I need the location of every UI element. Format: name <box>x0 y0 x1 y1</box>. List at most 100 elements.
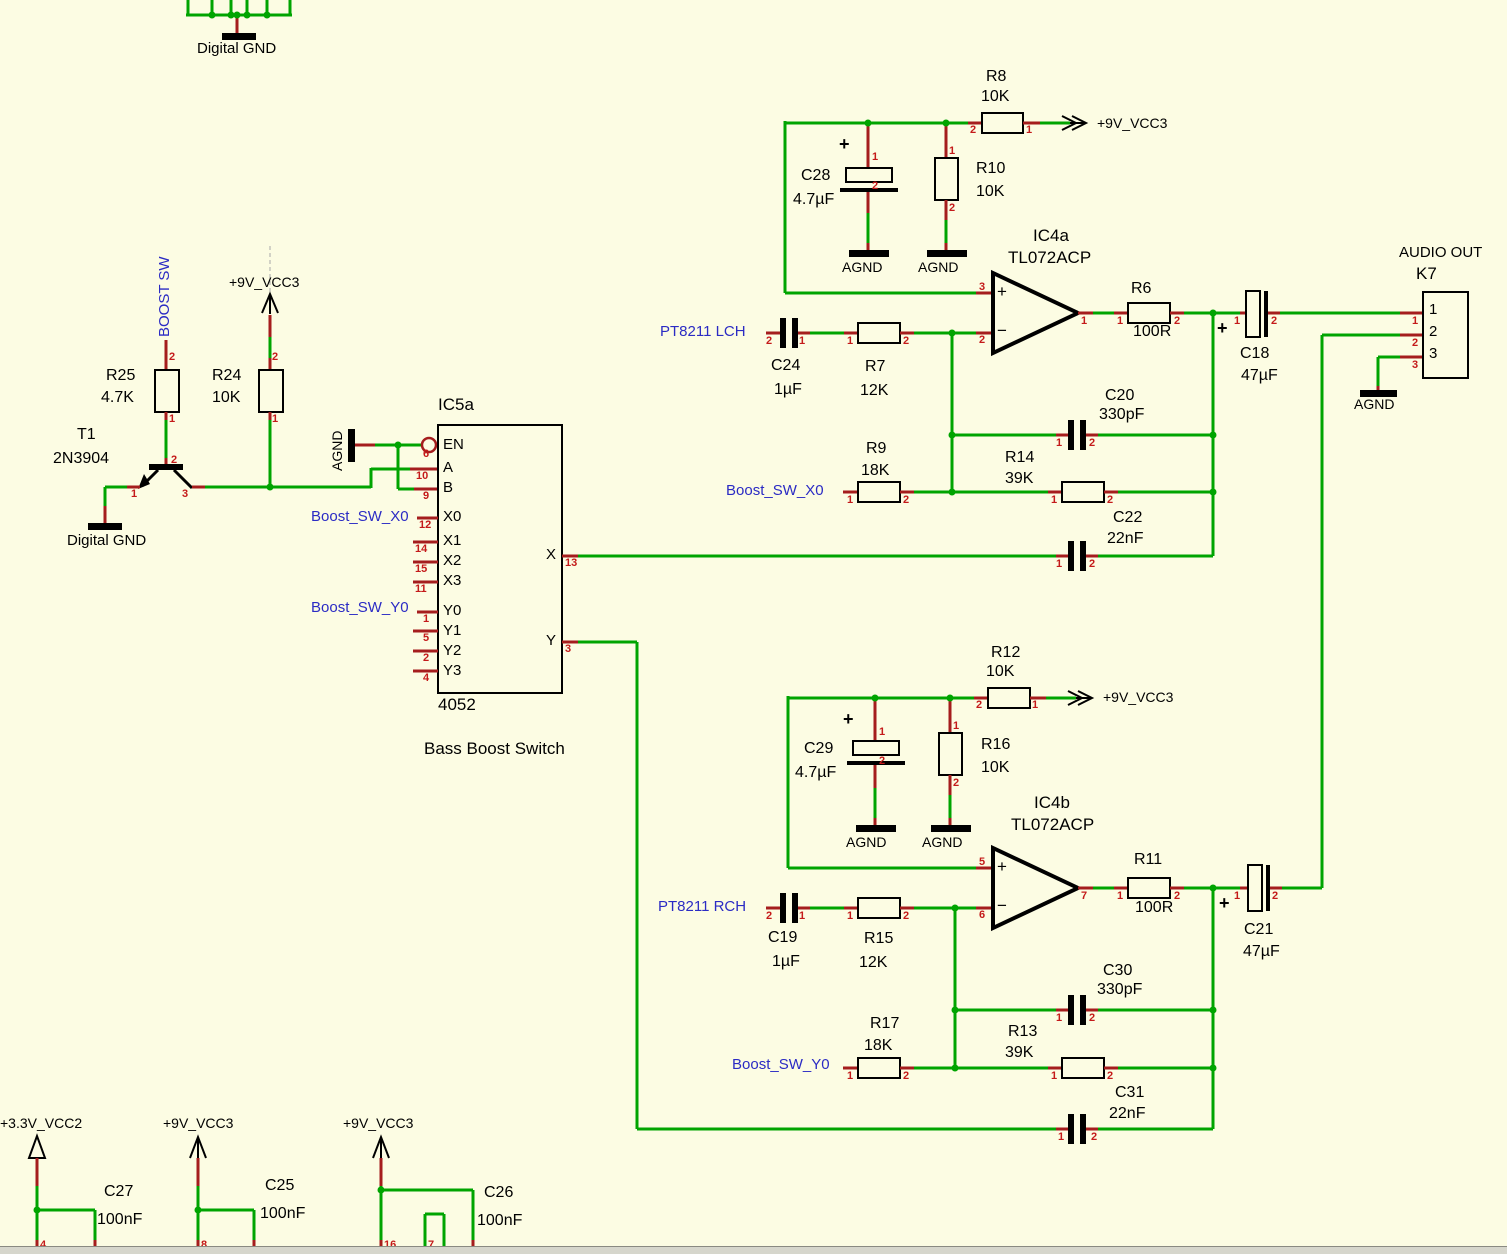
cap-plate <box>1080 1114 1086 1144</box>
ic5a-pin-a: A <box>443 459 454 476</box>
ic5a-pin-x1: X1 <box>443 532 462 549</box>
resistor-r13[interactable] <box>1048 1057 1118 1079</box>
pin-number: 6 <box>979 909 986 921</box>
transistor-t1[interactable] <box>88 340 205 530</box>
pin-number: 2 <box>423 652 430 664</box>
resistor-r24-body <box>258 369 284 413</box>
digital-gnd-label: Digital GND <box>197 40 277 57</box>
net-label-9v-c25: +9V_VCC3 <box>163 1115 234 1131</box>
resistor-r12[interactable] <box>974 687 1046 709</box>
c28-value: 4.7µF <box>793 191 835 208</box>
resistor-r9-body <box>857 481 901 503</box>
pin-number: 1 <box>1056 1012 1063 1024</box>
ic5a-4052[interactable] <box>348 424 578 694</box>
r10-value: 10K <box>976 183 1005 200</box>
pin-number: 1 <box>1234 890 1241 902</box>
c27-name: C27 <box>104 1183 134 1200</box>
c18-polarity: + <box>1217 318 1228 338</box>
capacitor-c20[interactable] <box>1056 420 1098 450</box>
r8-name: R8 <box>986 68 1007 85</box>
bypass-c27[interactable] <box>27 1133 97 1254</box>
agnd-bar-vertical <box>348 429 355 462</box>
capacitor-c18[interactable] <box>1240 290 1280 338</box>
resistor-r16[interactable] <box>931 698 971 832</box>
ic5a-value: 4052 <box>438 695 476 714</box>
opamp-ic4b[interactable] <box>991 844 1093 932</box>
c26-value: 100nF <box>477 1212 523 1229</box>
pin-number: 1 <box>1026 124 1033 136</box>
r6-value: 100R <box>1133 323 1172 340</box>
cap-plate <box>792 318 798 348</box>
c28-name: C28 <box>801 167 831 184</box>
net-label-3v3: +3.3V_VCC2 <box>0 1115 83 1131</box>
pin-number: 1 <box>847 494 854 506</box>
pin-number: 1 <box>1056 437 1063 449</box>
resistor-r17-body <box>857 1057 901 1079</box>
pin-number: 2 <box>1089 437 1096 449</box>
pin-number: 3 <box>979 281 986 293</box>
capacitor-c24[interactable] <box>766 318 810 348</box>
resistor-r12-body <box>987 687 1031 709</box>
inverter-bubble <box>420 436 438 454</box>
pin-number: 1 <box>872 151 879 163</box>
c25-name: C25 <box>265 1177 295 1194</box>
resistor-r15[interactable] <box>844 897 914 919</box>
cap-plate <box>1247 864 1263 912</box>
bypass-c26[interactable] <box>372 1134 475 1254</box>
capacitor-c28[interactable] <box>840 123 898 257</box>
pin-number: 3 <box>1412 359 1419 371</box>
net-label-boost-sw-x0: Boost_SW_X0 <box>311 508 409 525</box>
resistor-r11[interactable] <box>1114 877 1184 899</box>
power-arrow-right-top <box>1061 115 1089 131</box>
capacitor-c31[interactable] <box>1056 1114 1098 1144</box>
power-arrow-up <box>189 1134 207 1159</box>
r10-name: R10 <box>976 160 1006 177</box>
gnd-symbol <box>222 33 256 40</box>
bypass-c25[interactable] <box>189 1134 256 1254</box>
cap-plate <box>780 893 786 923</box>
pin-number: 1 <box>1117 315 1124 327</box>
r8-value: 10K <box>981 88 1010 105</box>
pin-number: 5 <box>979 856 986 868</box>
ic5a-pin-x0: X0 <box>443 508 462 525</box>
resistor-r8[interactable] <box>968 112 1040 134</box>
pin-number: 2 <box>1271 315 1278 327</box>
power-arrow-up <box>261 291 279 314</box>
power-arrow-head <box>1067 690 1085 706</box>
power-arrow-right-bottom <box>1067 690 1095 706</box>
connector-k7[interactable] <box>1400 291 1469 379</box>
pin-number: 1 <box>847 1070 854 1082</box>
top-connector[interactable] <box>186 0 292 40</box>
capacitor-c22[interactable] <box>1056 541 1098 571</box>
cap-plate <box>1080 541 1086 571</box>
capacitor-c19[interactable] <box>766 893 810 923</box>
r16-value: 10K <box>981 759 1010 776</box>
pin-number: 2 <box>766 335 773 347</box>
k7-pin2-label: 2 <box>1429 323 1438 340</box>
c26-name: C26 <box>484 1184 514 1201</box>
opamp-ic4a[interactable] <box>991 269 1093 357</box>
net-label-boost-sw-y0: Boost_SW_Y0 <box>732 1056 830 1073</box>
pin-number: 3 <box>565 643 572 655</box>
ic5a-pin-y0: Y0 <box>443 602 462 619</box>
ic5a-pin-x3: X3 <box>443 572 462 589</box>
resistor-r10[interactable] <box>927 123 967 257</box>
capacitor-c21[interactable] <box>1240 864 1282 912</box>
pin-number: 2 <box>169 351 176 363</box>
cap-plate <box>1266 865 1270 911</box>
resistor-r17[interactable] <box>843 1057 914 1079</box>
resistor-r14[interactable] <box>1048 481 1118 503</box>
power-arrow-head <box>1071 115 1089 131</box>
capacitor-c29[interactable] <box>847 698 905 832</box>
resistor-r7[interactable] <box>844 322 914 344</box>
pin-number: 1 <box>949 145 956 157</box>
resistor-r9[interactable] <box>843 481 914 503</box>
capacitor-c30[interactable] <box>1056 995 1098 1025</box>
pin-number: 10 <box>416 470 429 482</box>
c30-value: 330pF <box>1097 981 1143 998</box>
pin-number: 1 <box>847 335 854 347</box>
resistor-r6[interactable] <box>1114 302 1184 324</box>
c21-value: 47µF <box>1243 943 1280 960</box>
resistor-r24[interactable] <box>258 246 284 488</box>
resistor-r8-body <box>981 112 1024 134</box>
